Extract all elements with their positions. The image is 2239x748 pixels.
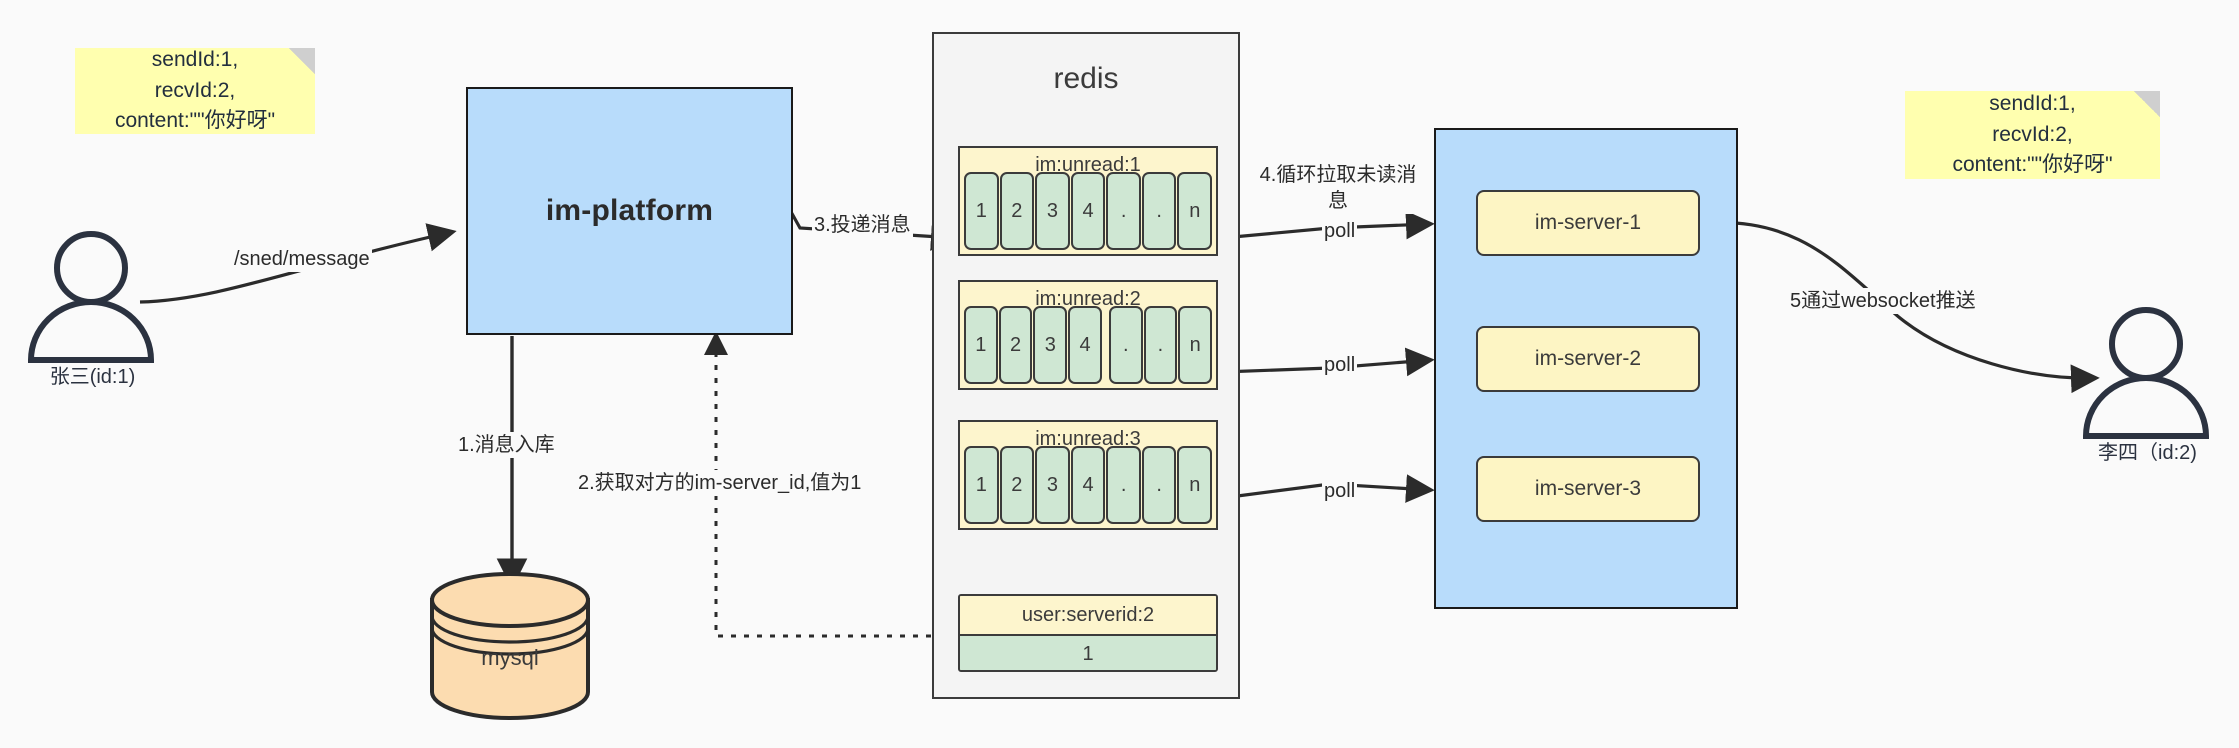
queue-cell[interactable]: 1 bbox=[964, 172, 999, 250]
database-cylinder-icon bbox=[430, 572, 590, 720]
queue-key-label: im:unread:1 bbox=[1035, 154, 1141, 176]
edge-label-send-message: /sned/message bbox=[232, 246, 372, 272]
im-server-cluster: im-server-1 im-server-2 im-server-3 bbox=[1434, 128, 1738, 609]
edge-label-poll-2: poll bbox=[1322, 352, 1358, 378]
queue-cell[interactable]: . bbox=[1141, 446, 1177, 524]
edge-label-step3: 3.投递消息 bbox=[812, 212, 913, 238]
edge-label-poll-1: poll bbox=[1322, 218, 1358, 244]
queue-cell[interactable]: 3 bbox=[1033, 306, 1068, 384]
queue-cell[interactable]: . bbox=[1106, 172, 1141, 250]
im-server-2-label: im-server-2 bbox=[1534, 347, 1642, 370]
queue-cell[interactable]: n bbox=[1177, 172, 1213, 250]
edge-label-step1: 1.消息入库 bbox=[456, 432, 557, 458]
im-server-1-label: im-server-1 bbox=[1534, 211, 1642, 234]
edge-label-step2: 2.获取对方的im-server_id,值为1 bbox=[576, 470, 864, 496]
im-platform-label: im-platform bbox=[545, 194, 714, 227]
redis-queue-im-unread-2[interactable]: im:unread:2 1 2 3 4 . . n bbox=[958, 280, 1218, 390]
queue-cell[interactable]: n bbox=[1178, 306, 1213, 384]
queue-key-label: im:unread:2 bbox=[1035, 288, 1141, 310]
redis-panel: redis im:unread:1 1 2 3 4 . . n im:unrea… bbox=[932, 32, 1240, 699]
queue-cell[interactable]: . bbox=[1141, 172, 1177, 250]
note-left-text: sendId:1, recvId:2, content:""你好呀" bbox=[114, 48, 276, 133]
im-server-3-node[interactable]: im-server-3 bbox=[1476, 456, 1700, 522]
queue-cell[interactable]: 3 bbox=[1035, 172, 1070, 250]
note-fold-icon bbox=[2134, 91, 2160, 117]
edge-fetch-serverid bbox=[704, 331, 957, 638]
edge-label-poll-3: poll bbox=[1322, 478, 1358, 504]
queue-cell[interactable]: 4 bbox=[1070, 446, 1106, 524]
mysql-node[interactable]: mysql bbox=[432, 645, 588, 679]
queue-cell[interactable]: 3 bbox=[1035, 446, 1070, 524]
queue-cell[interactable]: 1 bbox=[964, 306, 998, 384]
kv-key-label: user:serverid:2 bbox=[960, 596, 1216, 634]
queue-cell[interactable]: n bbox=[1177, 446, 1213, 524]
queue-cell[interactable]: 2 bbox=[998, 306, 1033, 384]
redis-queue-im-unread-1[interactable]: im:unread:1 1 2 3 4 . . n bbox=[958, 146, 1218, 256]
im-server-2-node[interactable]: im-server-2 bbox=[1476, 326, 1700, 392]
queue-cells: 1 2 3 4 . . n bbox=[964, 446, 1213, 524]
queue-cell[interactable]: . bbox=[1143, 306, 1178, 384]
redis-queue-im-unread-3[interactable]: im:unread:3 1 2 3 4 . . n bbox=[958, 420, 1218, 530]
queue-cell[interactable]: 1 bbox=[964, 446, 999, 524]
note-fold-icon bbox=[289, 48, 315, 74]
queue-cells: 1 2 3 4 . . n bbox=[964, 172, 1213, 250]
actor-label-sender: 张三(id:1) bbox=[49, 366, 136, 388]
user-icon bbox=[2082, 307, 2210, 439]
actor-label-receiver: 李四（id:2) bbox=[2098, 442, 2197, 464]
queue-key-label: im:unread:3 bbox=[1035, 428, 1141, 450]
note-left: sendId:1, recvId:2, content:""你好呀" bbox=[75, 48, 315, 134]
edge-send-message bbox=[139, 223, 457, 304]
queue-cell[interactable]: 2 bbox=[999, 172, 1035, 250]
redis-title: redis bbox=[1053, 62, 1119, 95]
user-icon bbox=[27, 231, 155, 363]
im-server-3-label: im-server-3 bbox=[1534, 477, 1642, 500]
queue-cell[interactable]: 2 bbox=[999, 446, 1035, 524]
note-right: sendId:1, recvId:2, content:""你好呀" bbox=[1905, 91, 2160, 179]
queue-cell[interactable]: . bbox=[1108, 306, 1143, 384]
edge-websocket-push bbox=[1689, 220, 2100, 394]
im-platform-node[interactable]: im-platform bbox=[466, 87, 793, 335]
redis-kv-user-serverid[interactable]: user:serverid:2 1 bbox=[958, 594, 1218, 672]
edge-label-step5: 5通过websocket推送 bbox=[1788, 288, 1978, 314]
queue-cell[interactable]: 4 bbox=[1068, 306, 1102, 384]
queue-cell[interactable]: 4 bbox=[1070, 172, 1106, 250]
mysql-label: mysql bbox=[481, 645, 539, 670]
edge-label-step4: 4.循环拉取未读消 息 bbox=[1256, 162, 1420, 214]
kv-value-label: 1 bbox=[960, 634, 1216, 670]
queue-cell[interactable]: . bbox=[1106, 446, 1141, 524]
queue-cells: 1 2 3 4 . . n bbox=[964, 306, 1213, 384]
note-right-text: sendId:1, recvId:2, content:""你好呀" bbox=[1952, 92, 2113, 177]
im-server-1-node[interactable]: im-server-1 bbox=[1476, 190, 1700, 256]
